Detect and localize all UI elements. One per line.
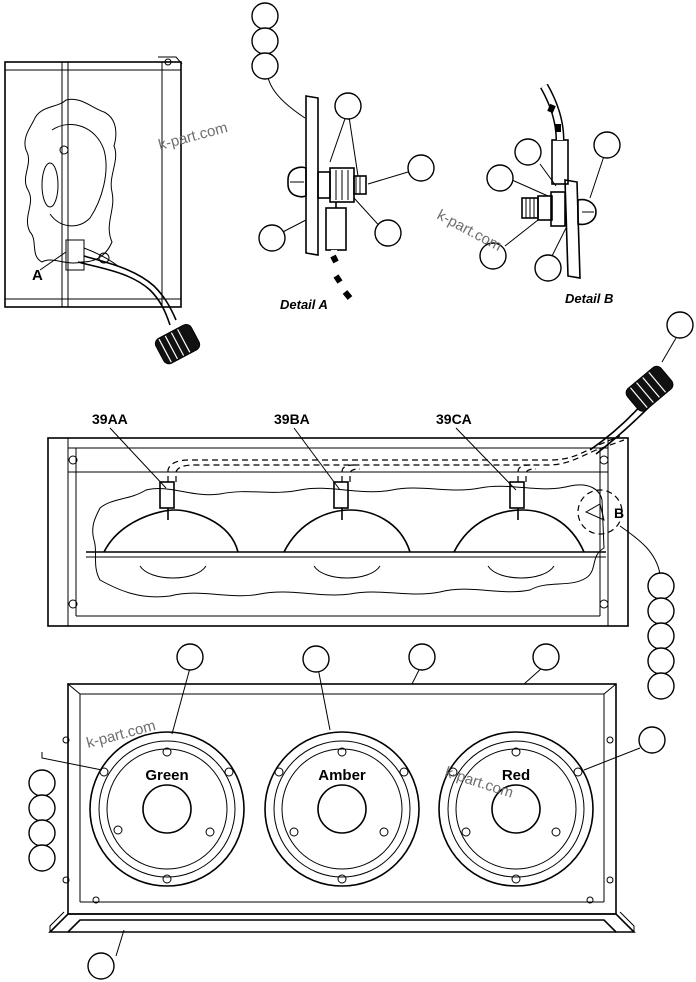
callout-bubble <box>258 224 286 252</box>
callout-bubble <box>514 138 542 166</box>
lamp-2-id: 39BA <box>274 411 310 427</box>
callout-bubble <box>334 92 362 120</box>
top-view: B 39AA 39BA 39CA <box>47 337 677 627</box>
watermark-text: k-part.com <box>157 119 230 154</box>
callout-bubble <box>407 154 435 182</box>
callout-bubble <box>647 647 675 675</box>
callout-bubble <box>593 131 621 159</box>
watermark-text: k-part.com <box>434 207 505 255</box>
callout-bubble <box>374 219 402 247</box>
callout-bubble <box>647 622 675 650</box>
callout-bubble <box>28 769 56 797</box>
detail-a-label: Detail A <box>280 297 328 312</box>
lamp-3-id: 39CA <box>436 411 472 427</box>
callout-bubble <box>486 164 514 192</box>
side-view: A <box>4 56 201 365</box>
lamp-red-label: Red <box>502 767 530 784</box>
callout-bubble <box>87 952 115 980</box>
callout-bubble <box>534 254 562 282</box>
callout-bubble <box>479 242 507 270</box>
callout-bubble <box>532 643 560 671</box>
callout-bubble <box>28 844 56 872</box>
detail-a: Detail A <box>265 59 409 312</box>
callout-bubble <box>251 2 279 30</box>
lamp-1-id: 39AA <box>92 411 128 427</box>
callout-bubble <box>28 819 56 847</box>
callout-a-label: A <box>32 267 43 284</box>
detail-b-label: Detail B <box>565 291 613 306</box>
lamp-amber-label: Amber <box>318 767 366 784</box>
lamp-green-label: Green <box>145 767 188 784</box>
callout-bubble <box>176 643 204 671</box>
callout-b-label: B <box>614 505 624 521</box>
callout-bubble <box>638 726 666 754</box>
callout-bubbles <box>28 2 694 980</box>
watermarks: k-part.com k-part.com k-part.com k-part.… <box>85 119 516 802</box>
front-view: Green Amber Red <box>41 667 641 957</box>
callout-bubble <box>666 311 694 339</box>
callout-bubble <box>647 597 675 625</box>
callout-bubble <box>251 27 279 55</box>
callout-bubble <box>251 52 279 80</box>
callout-bubble <box>302 645 330 673</box>
callout-bubble <box>647 672 675 700</box>
callout-bubble <box>408 643 436 671</box>
detail-b: Detail B <box>504 83 613 306</box>
callout-bubble <box>28 794 56 822</box>
callout-bubble <box>647 572 675 600</box>
